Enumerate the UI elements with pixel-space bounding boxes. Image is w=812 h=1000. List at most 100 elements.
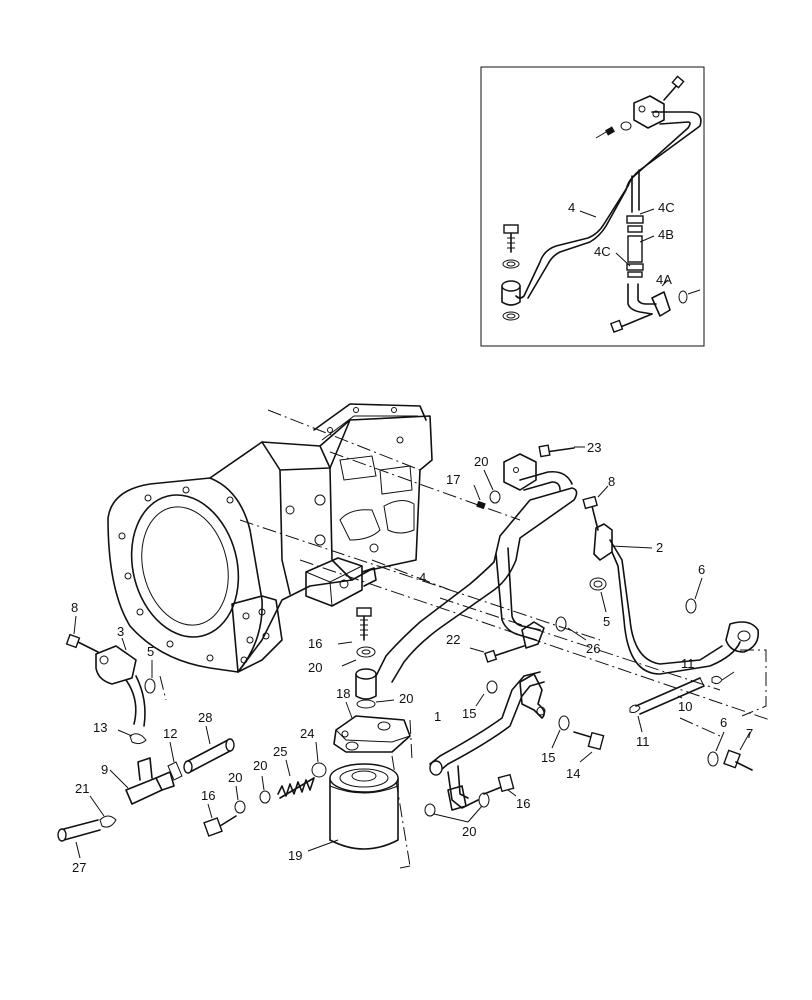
part-20-washer-b bbox=[478, 792, 490, 808]
part-16-bolt-left bbox=[203, 803, 237, 837]
label-20-low: 20 bbox=[399, 691, 413, 706]
part-19-filter-cartridge bbox=[307, 763, 399, 852]
label-5-right: 5 bbox=[603, 614, 610, 629]
pipe-1 bbox=[429, 671, 546, 811]
part-23-bolt bbox=[538, 444, 585, 458]
main-callouts: 23 20 17 8 2 6 4 5 26 22 11 10 11 6 7 8 … bbox=[71, 440, 753, 875]
label-15-a: 15 bbox=[462, 706, 476, 721]
part-14-plug bbox=[573, 731, 605, 763]
inset-pipe-4 bbox=[515, 111, 702, 299]
part-26-washer bbox=[555, 616, 567, 632]
inset-washer-left bbox=[595, 121, 632, 139]
inset-part-4C-upper bbox=[626, 215, 644, 233]
part-24-ball bbox=[311, 762, 327, 778]
label-14: 14 bbox=[566, 766, 580, 781]
transmission-housing bbox=[107, 403, 771, 721]
part-16-bolt-center bbox=[483, 773, 517, 797]
label-6-right: 6 bbox=[698, 562, 705, 577]
part-27-hose bbox=[57, 819, 101, 859]
label-22: 22 bbox=[446, 632, 460, 647]
inset-callouts: 4 4C 4B 4C 4A bbox=[568, 200, 675, 287]
label-5-left: 5 bbox=[147, 644, 154, 659]
label-4: 4 bbox=[419, 570, 426, 585]
part-5-washer-left bbox=[144, 678, 156, 694]
label-23: 23 bbox=[587, 440, 601, 455]
part-7-plug bbox=[723, 731, 753, 771]
label-19: 19 bbox=[288, 848, 302, 863]
label-6-lower: 6 bbox=[720, 715, 727, 730]
label-3: 3 bbox=[117, 624, 124, 639]
label-20-top: 20 bbox=[474, 454, 488, 469]
label-12: 12 bbox=[163, 726, 177, 741]
part-25-spring bbox=[277, 759, 315, 799]
label-15-b: 15 bbox=[541, 750, 555, 765]
label-17: 17 bbox=[446, 472, 460, 487]
part-18-filter-head bbox=[333, 701, 411, 753]
part-9-tee bbox=[109, 757, 175, 805]
label-25: 25 bbox=[273, 744, 287, 759]
inset-part-4A bbox=[609, 283, 701, 333]
part-20-washer-spring bbox=[259, 790, 271, 804]
part-6-washer-lower bbox=[707, 751, 719, 767]
label-2: 2 bbox=[656, 540, 663, 555]
label-9: 9 bbox=[101, 762, 108, 777]
label-20-a: 20 bbox=[228, 770, 242, 785]
label-26: 26 bbox=[586, 641, 600, 656]
inset-bolt-top bbox=[663, 75, 685, 101]
label-11-upper: 11 bbox=[681, 656, 695, 671]
label-21: 21 bbox=[75, 781, 89, 796]
label-27: 27 bbox=[72, 860, 86, 875]
label-20-b: 20 bbox=[253, 758, 267, 773]
label-inset-4A: 4A bbox=[656, 272, 672, 287]
label-28: 28 bbox=[198, 710, 212, 725]
part-8-bolt-right bbox=[582, 485, 609, 531]
inset-left-stack bbox=[501, 224, 521, 321]
label-24: 24 bbox=[300, 726, 314, 741]
label-20-mid: 20 bbox=[308, 660, 322, 675]
valve-block bbox=[305, 557, 377, 607]
inset-frame bbox=[480, 66, 705, 347]
label-8-right: 8 bbox=[608, 474, 615, 489]
label-20-bottom: 20 bbox=[462, 824, 476, 839]
spacer-sleeve bbox=[355, 668, 377, 700]
part-22-bolt bbox=[469, 645, 525, 663]
label-8-left: 8 bbox=[71, 600, 78, 615]
part-20-washer-mid bbox=[356, 646, 376, 658]
label-13: 13 bbox=[93, 720, 107, 735]
part-13-clip bbox=[117, 729, 147, 745]
label-16-left: 16 bbox=[201, 788, 215, 803]
label-7: 7 bbox=[746, 726, 753, 741]
label-10: 10 bbox=[678, 699, 692, 714]
part-20-washer-low bbox=[356, 699, 376, 709]
label-18: 18 bbox=[336, 686, 350, 701]
label-1: 1 bbox=[434, 709, 441, 724]
part-10-hose bbox=[635, 677, 705, 715]
part-20-washer-a bbox=[424, 803, 436, 817]
inset-part-4C-lower bbox=[626, 263, 644, 278]
pipe-2 bbox=[593, 523, 760, 675]
label-16-center: 16 bbox=[516, 796, 530, 811]
label-inset-4: 4 bbox=[568, 200, 575, 215]
part-21-clip bbox=[89, 795, 117, 828]
part-11-clips bbox=[629, 671, 735, 733]
pipe-4 bbox=[375, 453, 578, 683]
part-5-washer-right bbox=[589, 577, 607, 591]
part-16-bolt-top bbox=[337, 607, 372, 645]
part-15-washer-a bbox=[486, 680, 498, 694]
part-6-washer-right bbox=[685, 598, 697, 614]
part-17-bolt bbox=[476, 500, 486, 510]
inset-part-4B bbox=[627, 235, 643, 263]
part-8-bolt-left bbox=[65, 615, 99, 653]
part-20-washer-top bbox=[489, 490, 501, 504]
label-inset-4B: 4B bbox=[658, 227, 674, 242]
part-12-clip bbox=[167, 741, 183, 781]
label-16-top: 16 bbox=[308, 636, 322, 651]
label-inset-4C-upper: 4C bbox=[658, 200, 675, 215]
label-inset-4C-lower: 4C bbox=[594, 244, 611, 259]
part-28-hose bbox=[183, 725, 235, 774]
part-3-fitting bbox=[95, 637, 146, 727]
inset-clamp-block bbox=[633, 95, 665, 129]
label-11-lower: 11 bbox=[636, 734, 650, 749]
part-20-washer-bolt bbox=[234, 800, 246, 814]
